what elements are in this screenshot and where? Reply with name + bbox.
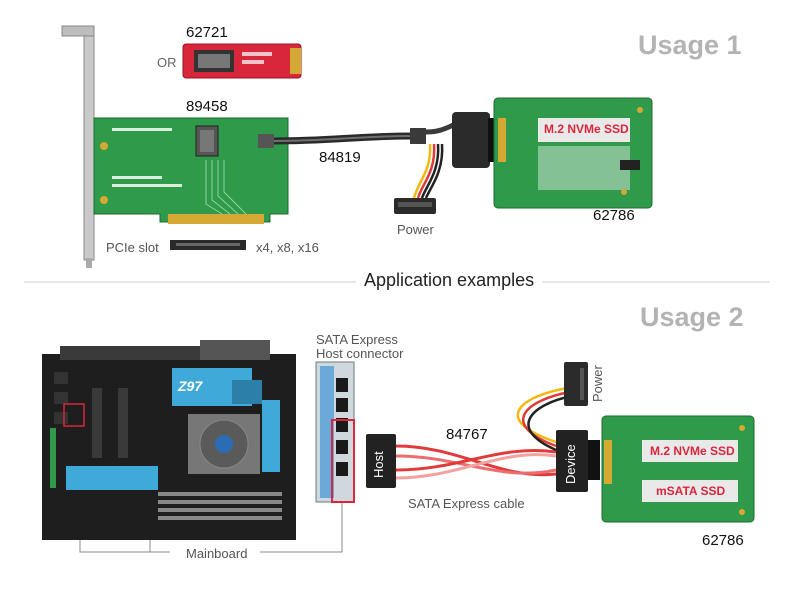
usage-1-title: Usage 1: [638, 30, 742, 60]
mainboard-brand-text: Z97: [178, 378, 203, 394]
sata-express-host-connector: [315, 361, 355, 503]
adapter-62721-label: 62721: [186, 24, 228, 41]
host-connector-label-line1: SATA Express: [316, 332, 398, 347]
pcie-slot: [170, 240, 246, 250]
pcie-card-89458-label: 89458: [186, 98, 228, 115]
ssd-board-62786-label-usage2: 62786: [702, 532, 744, 549]
msata-ssd-label: mSATA SSD: [656, 484, 726, 498]
ssd-board-62786-usage1: [493, 97, 653, 209]
ssd-board-62786-label-usage1: 62786: [593, 207, 635, 224]
cable-84819: [258, 112, 496, 214]
m2-nvme-ssd-label-usage1: M.2 NVMe SSD: [544, 122, 629, 136]
cable-84767: [366, 362, 600, 492]
sata-express-cable-label: SATA Express cable: [408, 496, 525, 511]
mainboard-callout: [79, 498, 343, 553]
ssd-board-62786-usage2: [601, 415, 755, 523]
usage-2-title: Usage 2: [640, 302, 744, 332]
pcie-lanes-label: x4, x8, x16: [256, 240, 319, 255]
host-tag: Host: [371, 451, 386, 478]
mainboard-label: Mainboard: [186, 546, 248, 561]
mainboard: [42, 340, 296, 540]
pcie-card-89458: [93, 117, 289, 224]
pcie-bracket: [61, 25, 95, 268]
pcie-slot-label: PCIe slot: [106, 240, 159, 255]
m2-nvme-ssd-label-usage2: M.2 NVMe SSD: [650, 444, 735, 458]
power-label-usage2: Power: [590, 365, 605, 402]
or-label: OR: [157, 55, 177, 70]
power-label-usage1: Power: [397, 222, 434, 237]
cable-84819-label: 84819: [319, 149, 361, 166]
host-connector-label-line2: Host connector: [316, 346, 404, 361]
device-tag: Device: [563, 444, 578, 484]
m2-adapter-62721: [182, 43, 302, 79]
section-title: Application examples: [356, 270, 543, 291]
cable-84767-label: 84767: [446, 426, 488, 443]
